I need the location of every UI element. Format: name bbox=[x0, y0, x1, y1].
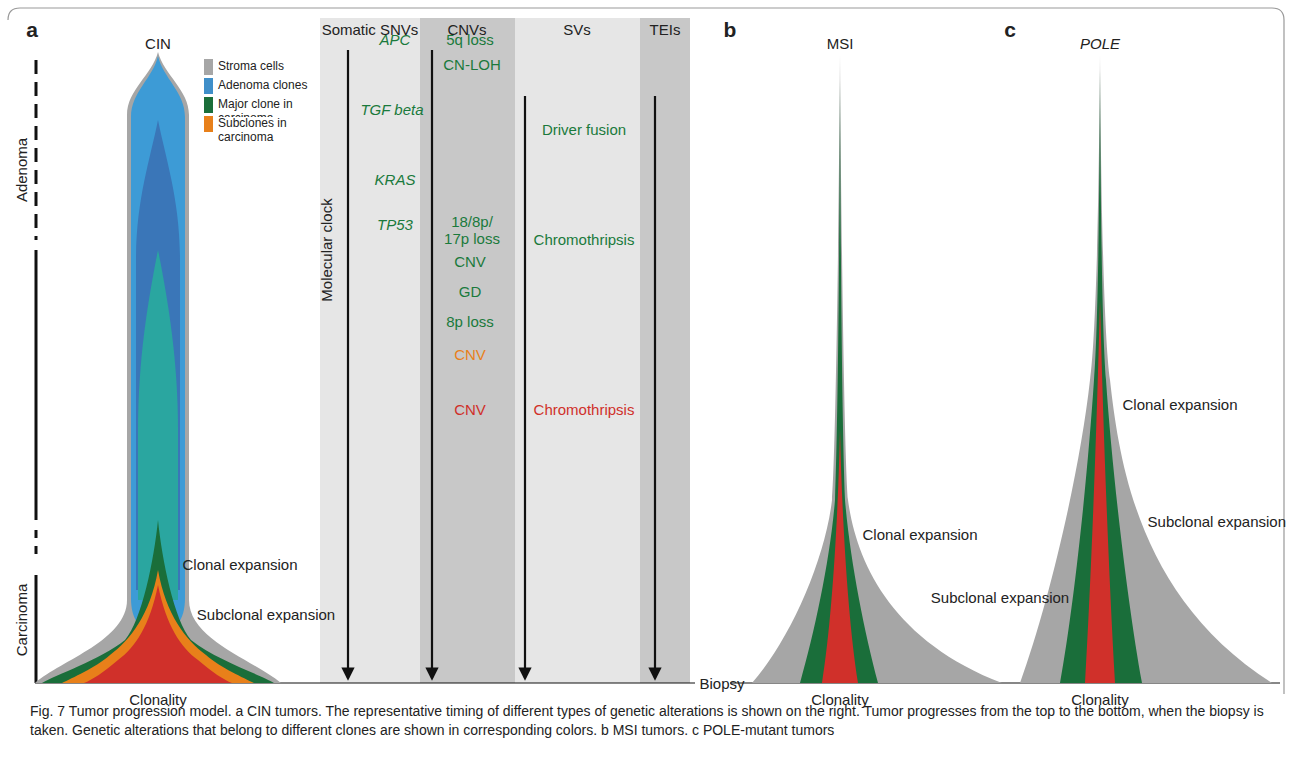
annotation: POLE bbox=[1080, 35, 1120, 52]
legend-swatch bbox=[204, 78, 213, 94]
axis-label: Carcinoma bbox=[13, 584, 30, 657]
alteration-label: Chromothripsis bbox=[534, 231, 635, 248]
column-band: CNVs5q lossCN-LOH18/8p/ 17p lossCNVGD8p … bbox=[420, 18, 515, 683]
annotation: Clonal expansion bbox=[182, 556, 297, 573]
annotation: CIN bbox=[145, 35, 171, 52]
alteration-label: TP53 bbox=[377, 216, 413, 233]
panel-letter: c bbox=[1004, 18, 1016, 42]
legend-swatch bbox=[204, 116, 213, 132]
alteration-label: TGF beta bbox=[360, 101, 423, 118]
annotation: Subclonal expansion bbox=[1148, 513, 1286, 530]
alteration-label: CNV bbox=[454, 253, 486, 270]
alteration-label: CNV bbox=[454, 346, 486, 363]
legend-swatch bbox=[204, 97, 213, 113]
alteration-label: Chromothripsis bbox=[534, 401, 635, 418]
alteration-label: APC bbox=[380, 31, 411, 48]
alteration-label: CNV bbox=[454, 401, 486, 418]
panel-letter: a bbox=[26, 18, 38, 42]
annotation: Subclonal expansion bbox=[197, 606, 335, 623]
alteration-label: 18/8p/ 17p loss bbox=[442, 213, 502, 248]
alteration-label: CN-LOH bbox=[443, 56, 501, 73]
annotation: Subclonal expansion bbox=[931, 589, 1069, 606]
annotation: MSI bbox=[827, 35, 854, 52]
column-band: Somatic SNVsAPCTGF betaKRASTP53 bbox=[320, 18, 420, 683]
legend-text: Stroma cells bbox=[218, 60, 313, 74]
annotation: Clonal expansion bbox=[1122, 396, 1237, 413]
alteration-label: GD bbox=[459, 283, 482, 300]
annotation: Biopsy bbox=[699, 675, 744, 692]
alteration-label: 5q loss bbox=[446, 31, 494, 48]
annotation: Clonal expansion bbox=[862, 526, 977, 543]
axis-label: Molecular clock bbox=[318, 198, 335, 301]
column-band: TEIs bbox=[640, 18, 690, 683]
figure-caption: Fig. 7 Tumor progression model. a CIN tu… bbox=[30, 702, 1265, 740]
alteration-label: Driver fusion bbox=[542, 121, 626, 138]
legend-text: Adenoma clones bbox=[218, 79, 313, 93]
column-header: SVs bbox=[563, 21, 591, 38]
alteration-label: KRAS bbox=[375, 171, 416, 188]
legend-swatch bbox=[204, 59, 213, 75]
alteration-label: 8p loss bbox=[446, 313, 494, 330]
panel-letter: b bbox=[724, 18, 737, 42]
legend-text: Subclones in carcinoma bbox=[218, 117, 313, 145]
column-band: SVsDriver fusionChromothripsisChromothri… bbox=[515, 18, 640, 683]
axis-label: Adenoma bbox=[13, 138, 30, 202]
column-header: TEIs bbox=[650, 21, 681, 38]
